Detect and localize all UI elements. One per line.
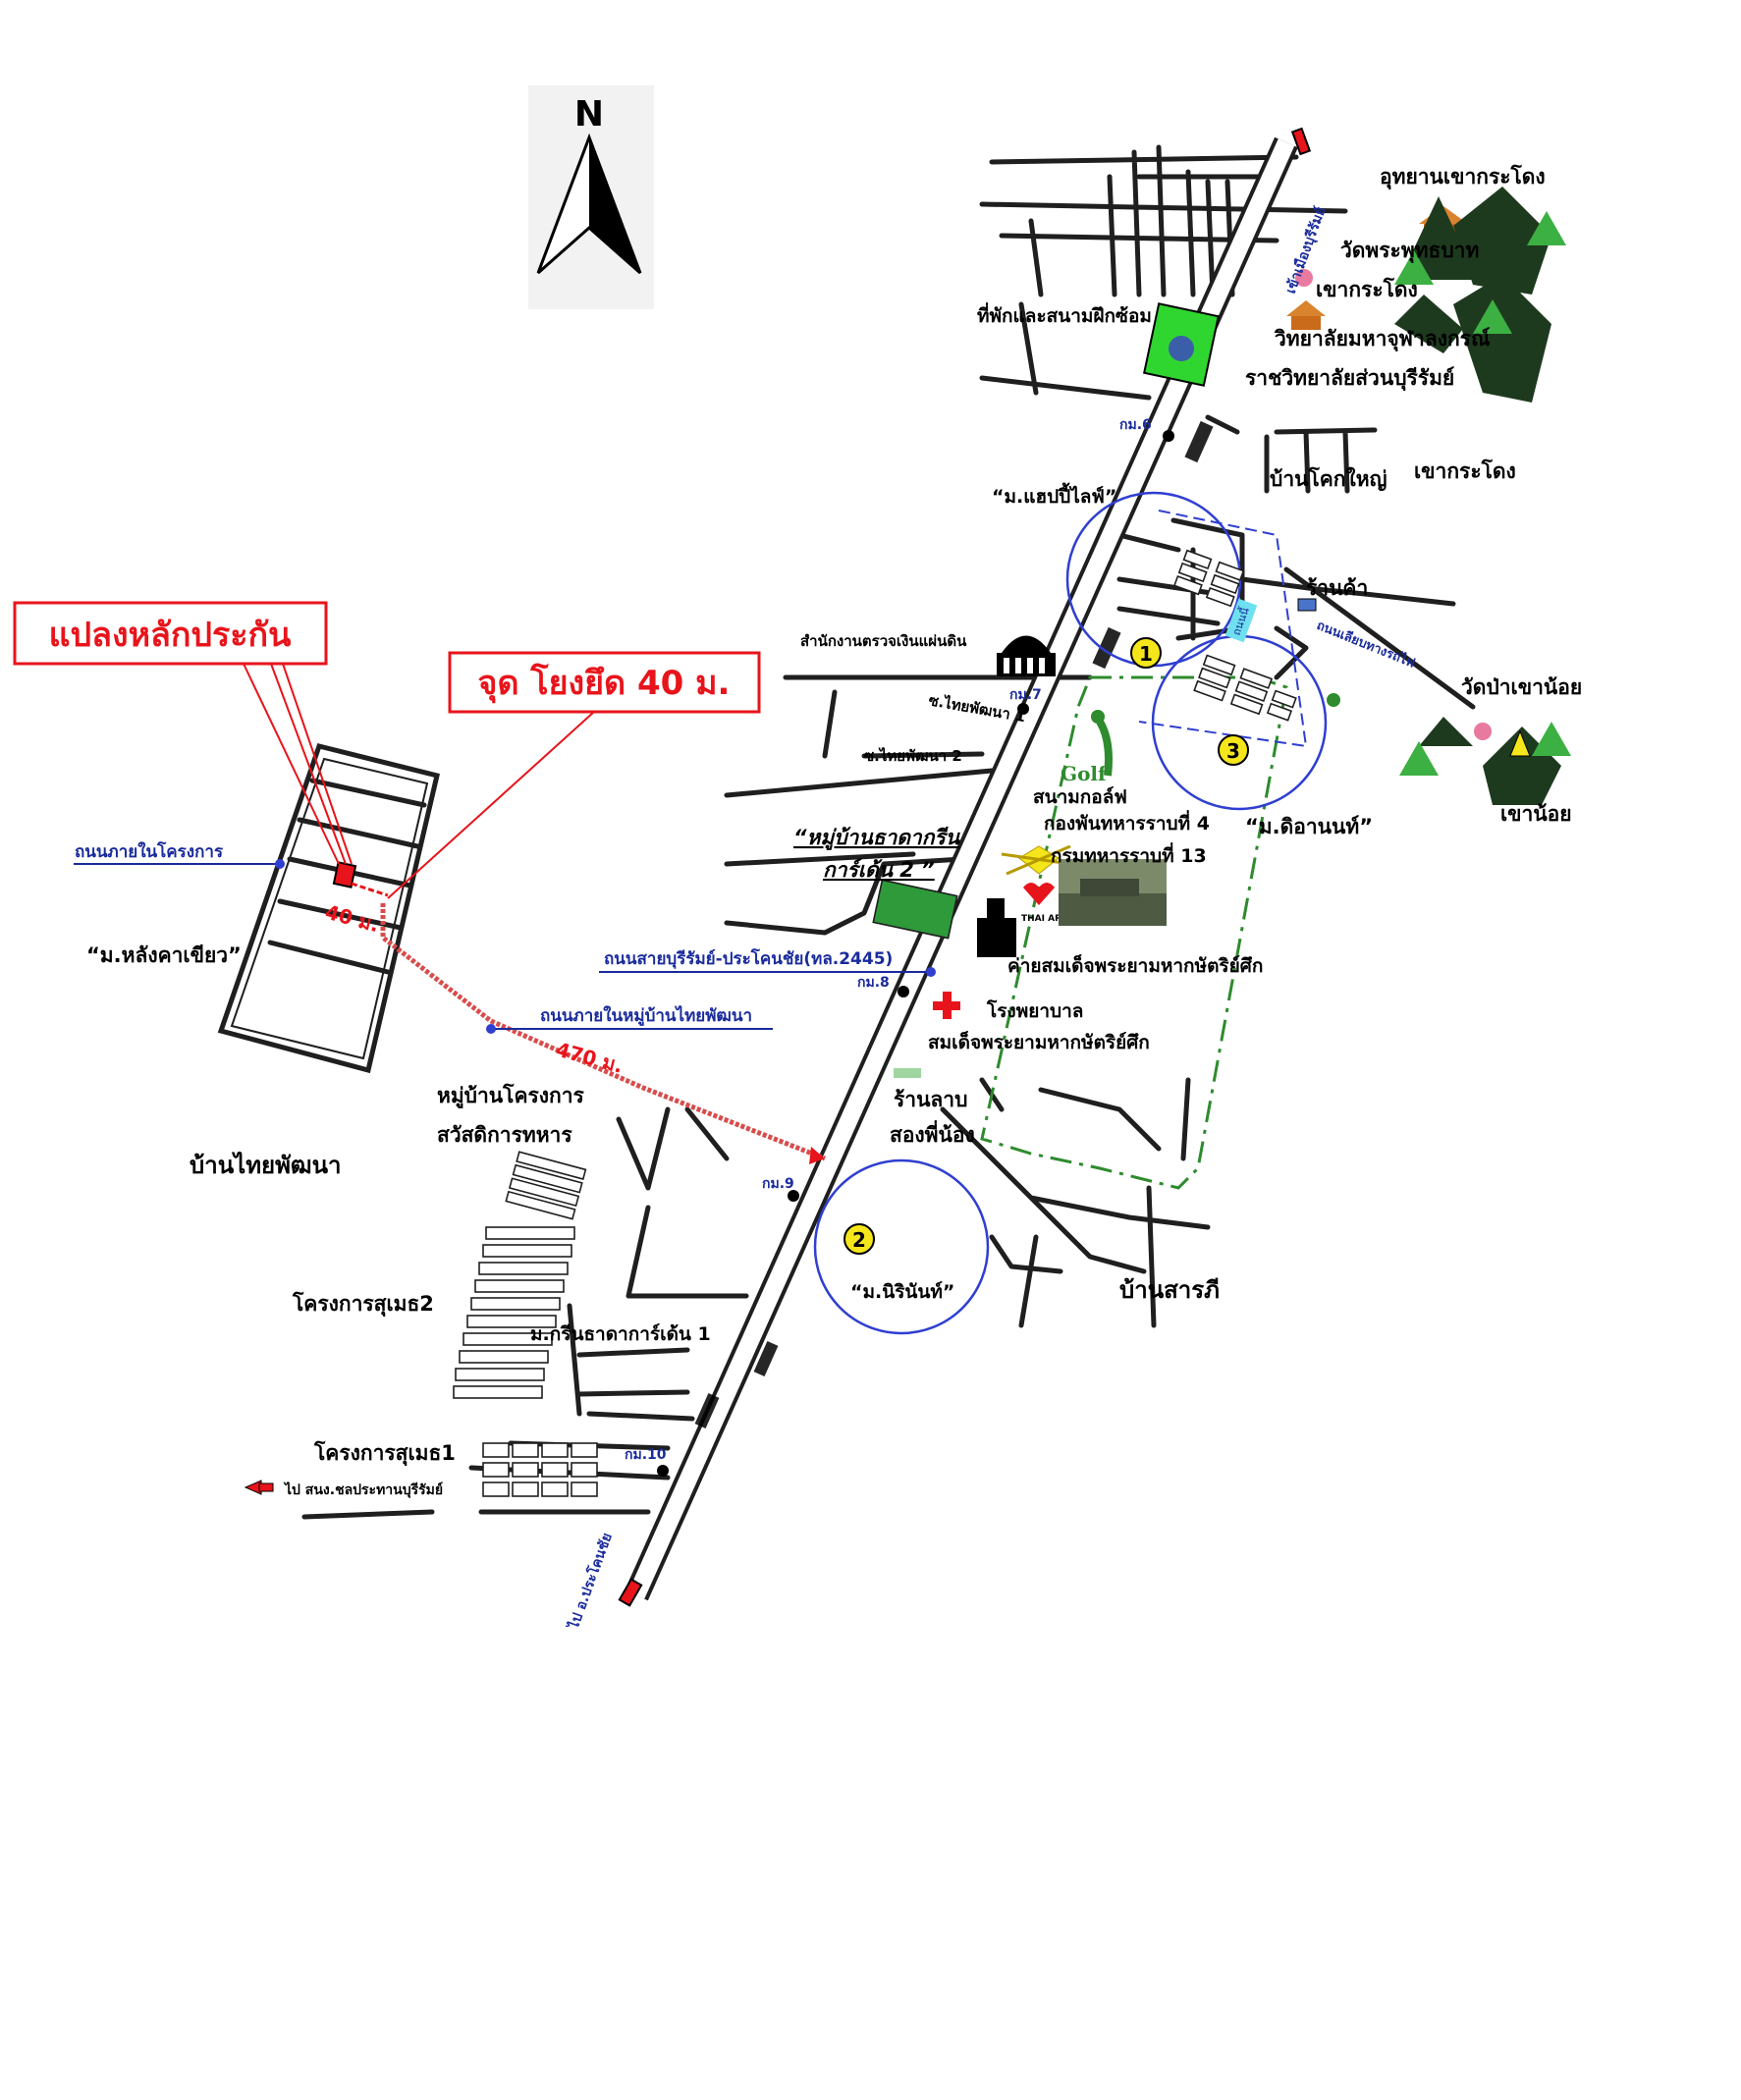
distance-470m-label: 470 ม. xyxy=(554,1038,626,1078)
label-wat-pa: วัดป่าเขาน้อย xyxy=(1461,675,1582,699)
label-soi-2: ซ.ไทยพัฒนา 2 xyxy=(864,746,962,765)
restaurant-icon xyxy=(894,1068,921,1078)
label-wat-phra-1: วัดพระพุทธบาท xyxy=(1340,239,1479,264)
main-highway xyxy=(244,127,1312,1607)
temple-icon-2 xyxy=(1286,300,1326,330)
golf-icon: Golf xyxy=(1061,710,1113,785)
label-restaurant-2: สองพี่น้อง xyxy=(890,1119,975,1147)
circle-area-3 xyxy=(1151,634,1328,811)
km10-label: กม.10 xyxy=(625,1447,667,1463)
km8-label: กม.8 xyxy=(857,975,890,991)
label-internal-village-road: ถนนภายในหมู่บ้านไทยพัฒนา xyxy=(540,1005,752,1027)
mountain-icon-kradong xyxy=(1394,187,1566,403)
label-battalion: กองพันทหารราบที่ 4 xyxy=(1044,810,1210,835)
label-green-village-1: “หมู่บ้านธาดากรีน xyxy=(793,826,961,850)
stadium-icon xyxy=(1143,302,1220,387)
village-grids xyxy=(453,549,1297,1497)
label-wat-phra-2: เขากระโดง xyxy=(1316,277,1418,301)
label-lang-kha: “ม.หลังคาเขียว” xyxy=(86,943,242,967)
callout-anchor: จุด โยงยึด 40 ม. xyxy=(387,651,761,899)
label-to-irrigation: ไป สนง.ชลประทานบุรีรัมย์ xyxy=(283,1481,443,1498)
label-stadium: ที่พักและสนามฝึกซ้อม xyxy=(977,302,1152,327)
circle-area-2 xyxy=(813,1158,990,1335)
label-shop: ร้านค้า xyxy=(1306,576,1368,600)
label-uni-1: วิทยาลัยมหาจุฬาลงกรณ์ xyxy=(1274,327,1491,352)
label-welfare-1: หมู่บ้านโครงการ xyxy=(437,1083,585,1109)
hospital-cross-icon xyxy=(933,992,960,1019)
label-ditanon: “ม.ดิอานนท์” xyxy=(1245,815,1373,838)
label-ban-thai: บ้านไทยพัฒนา xyxy=(190,1151,341,1179)
label-green-village-2: การ์เด้น 2 ” xyxy=(823,858,935,882)
label-golf: สนามกอล์ฟ xyxy=(1033,786,1127,808)
government-building-icon xyxy=(997,635,1056,676)
north-letter: N xyxy=(574,94,604,135)
marker-2: 2 xyxy=(852,1228,866,1252)
label-regiment: กรมทหารราบที่ 13 xyxy=(1051,842,1207,867)
label-side-road: ถนนเลียบทางรถไฟ xyxy=(1315,617,1418,672)
place-labels: อุทยานเขากระโดง วัดพระพุทธบาท เขากระโดง … xyxy=(86,164,1582,1467)
label-ban-san: บ้านสารภี xyxy=(1119,1276,1220,1304)
golf-logo-text: Golf xyxy=(1061,762,1108,785)
label-audit-office: สำนักงานตรวจเงินแผ่นดิน xyxy=(800,632,967,650)
km7-label: กม.7 xyxy=(1009,687,1042,703)
statue-icon xyxy=(977,898,1016,957)
label-to-prakhonchai: ไป อ.ประโคนชัย xyxy=(564,1531,616,1633)
north-arrow: N xyxy=(528,85,654,309)
project-plot xyxy=(217,743,440,1074)
km-labels: กม.6 กม.7 กม.8 กม.9 กม.10 xyxy=(625,417,1152,1463)
label-restaurant-1: ร้านลาบ xyxy=(894,1088,967,1111)
callout-collateral: แปลงหลักประกัน xyxy=(13,601,353,865)
label-happy-life: “ม.แฮปปี้ไลฟ์” xyxy=(992,482,1116,508)
label-sumet1: โครงการสุเมธ1 xyxy=(313,1440,456,1467)
callout-anchor-text: จุด โยงยึด 40 ม. xyxy=(478,663,731,704)
road-leaders: ถนนภายในโครงการ ถนนภายในหมู่บ้านไทยพัฒนา… xyxy=(74,841,936,1034)
km9-label: กม.9 xyxy=(762,1176,794,1192)
label-udyan: อุทยานเขากระโดง xyxy=(1380,164,1546,190)
label-khao-kradong: เขากระโดง xyxy=(1414,458,1516,483)
label-highway-2445: ถนนสายบุรีรัมย์-ประโคนชัย(ทล.2445) xyxy=(604,948,893,969)
collateral-plot-marker xyxy=(332,861,357,888)
label-hospital-1: โรงพยาบาล xyxy=(986,999,1083,1022)
tree-icon xyxy=(1327,693,1340,707)
mountain-icon-noi xyxy=(1399,717,1571,805)
tank-photo xyxy=(1059,859,1167,926)
label-camp: ค่ายสมเด็จพระยามหากษัตริย์ศึก xyxy=(1007,953,1263,977)
shop-icon xyxy=(1297,598,1317,612)
label-hospital-2: สมเด็จพระยามหากษัตริย์ศึก xyxy=(928,1030,1150,1053)
flower-icon-1 xyxy=(1295,269,1313,287)
label-sumet2: โครงการสุเมธ2 xyxy=(292,1291,434,1318)
label-ban-khok-yai: บ้านโคกใหญ่ xyxy=(1270,466,1387,492)
army-heart-icon: THAI ARMY xyxy=(1021,883,1077,924)
label-khao-noi: เขาน้อย xyxy=(1500,802,1572,826)
marker-3: 3 xyxy=(1226,739,1240,763)
landmark-icons: Golf THAI ARMY xyxy=(657,187,1571,1477)
marker-1: 1 xyxy=(1139,642,1153,666)
label-nirinan: “ม.นิรินันท์” xyxy=(850,1281,954,1303)
numbered-markers: 1 3 2 xyxy=(843,637,1249,1255)
camp-boundary xyxy=(980,675,1288,1190)
label-green-garden-1: ม.กรีนธาดาการ์เด้น 1 xyxy=(530,1323,711,1345)
label-uni-2: ราชวิทยาลัยส่วนบุรีรัมย์ xyxy=(1245,366,1454,392)
school-road-sign xyxy=(1224,598,1258,643)
army-logo-text: THAI ARMY xyxy=(1021,914,1077,924)
label-internal-project-road: ถนนภายในโครงการ xyxy=(75,841,224,862)
label-welfare-2: สวัสดิการทหาร xyxy=(437,1123,572,1147)
callout-collateral-text: แปลงหลักประกัน xyxy=(49,616,292,655)
km6-label: กม.6 xyxy=(1119,417,1152,433)
